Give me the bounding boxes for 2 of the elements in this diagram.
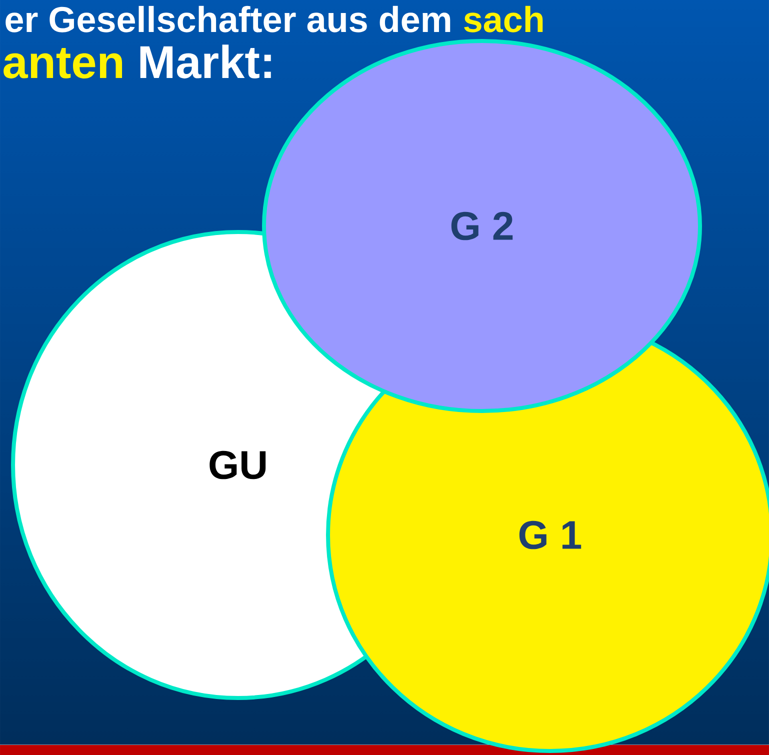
heading-text: anten: [4, 48, 122, 78]
heading-text: er Gesellschafter aus dem: [6, 6, 450, 32]
